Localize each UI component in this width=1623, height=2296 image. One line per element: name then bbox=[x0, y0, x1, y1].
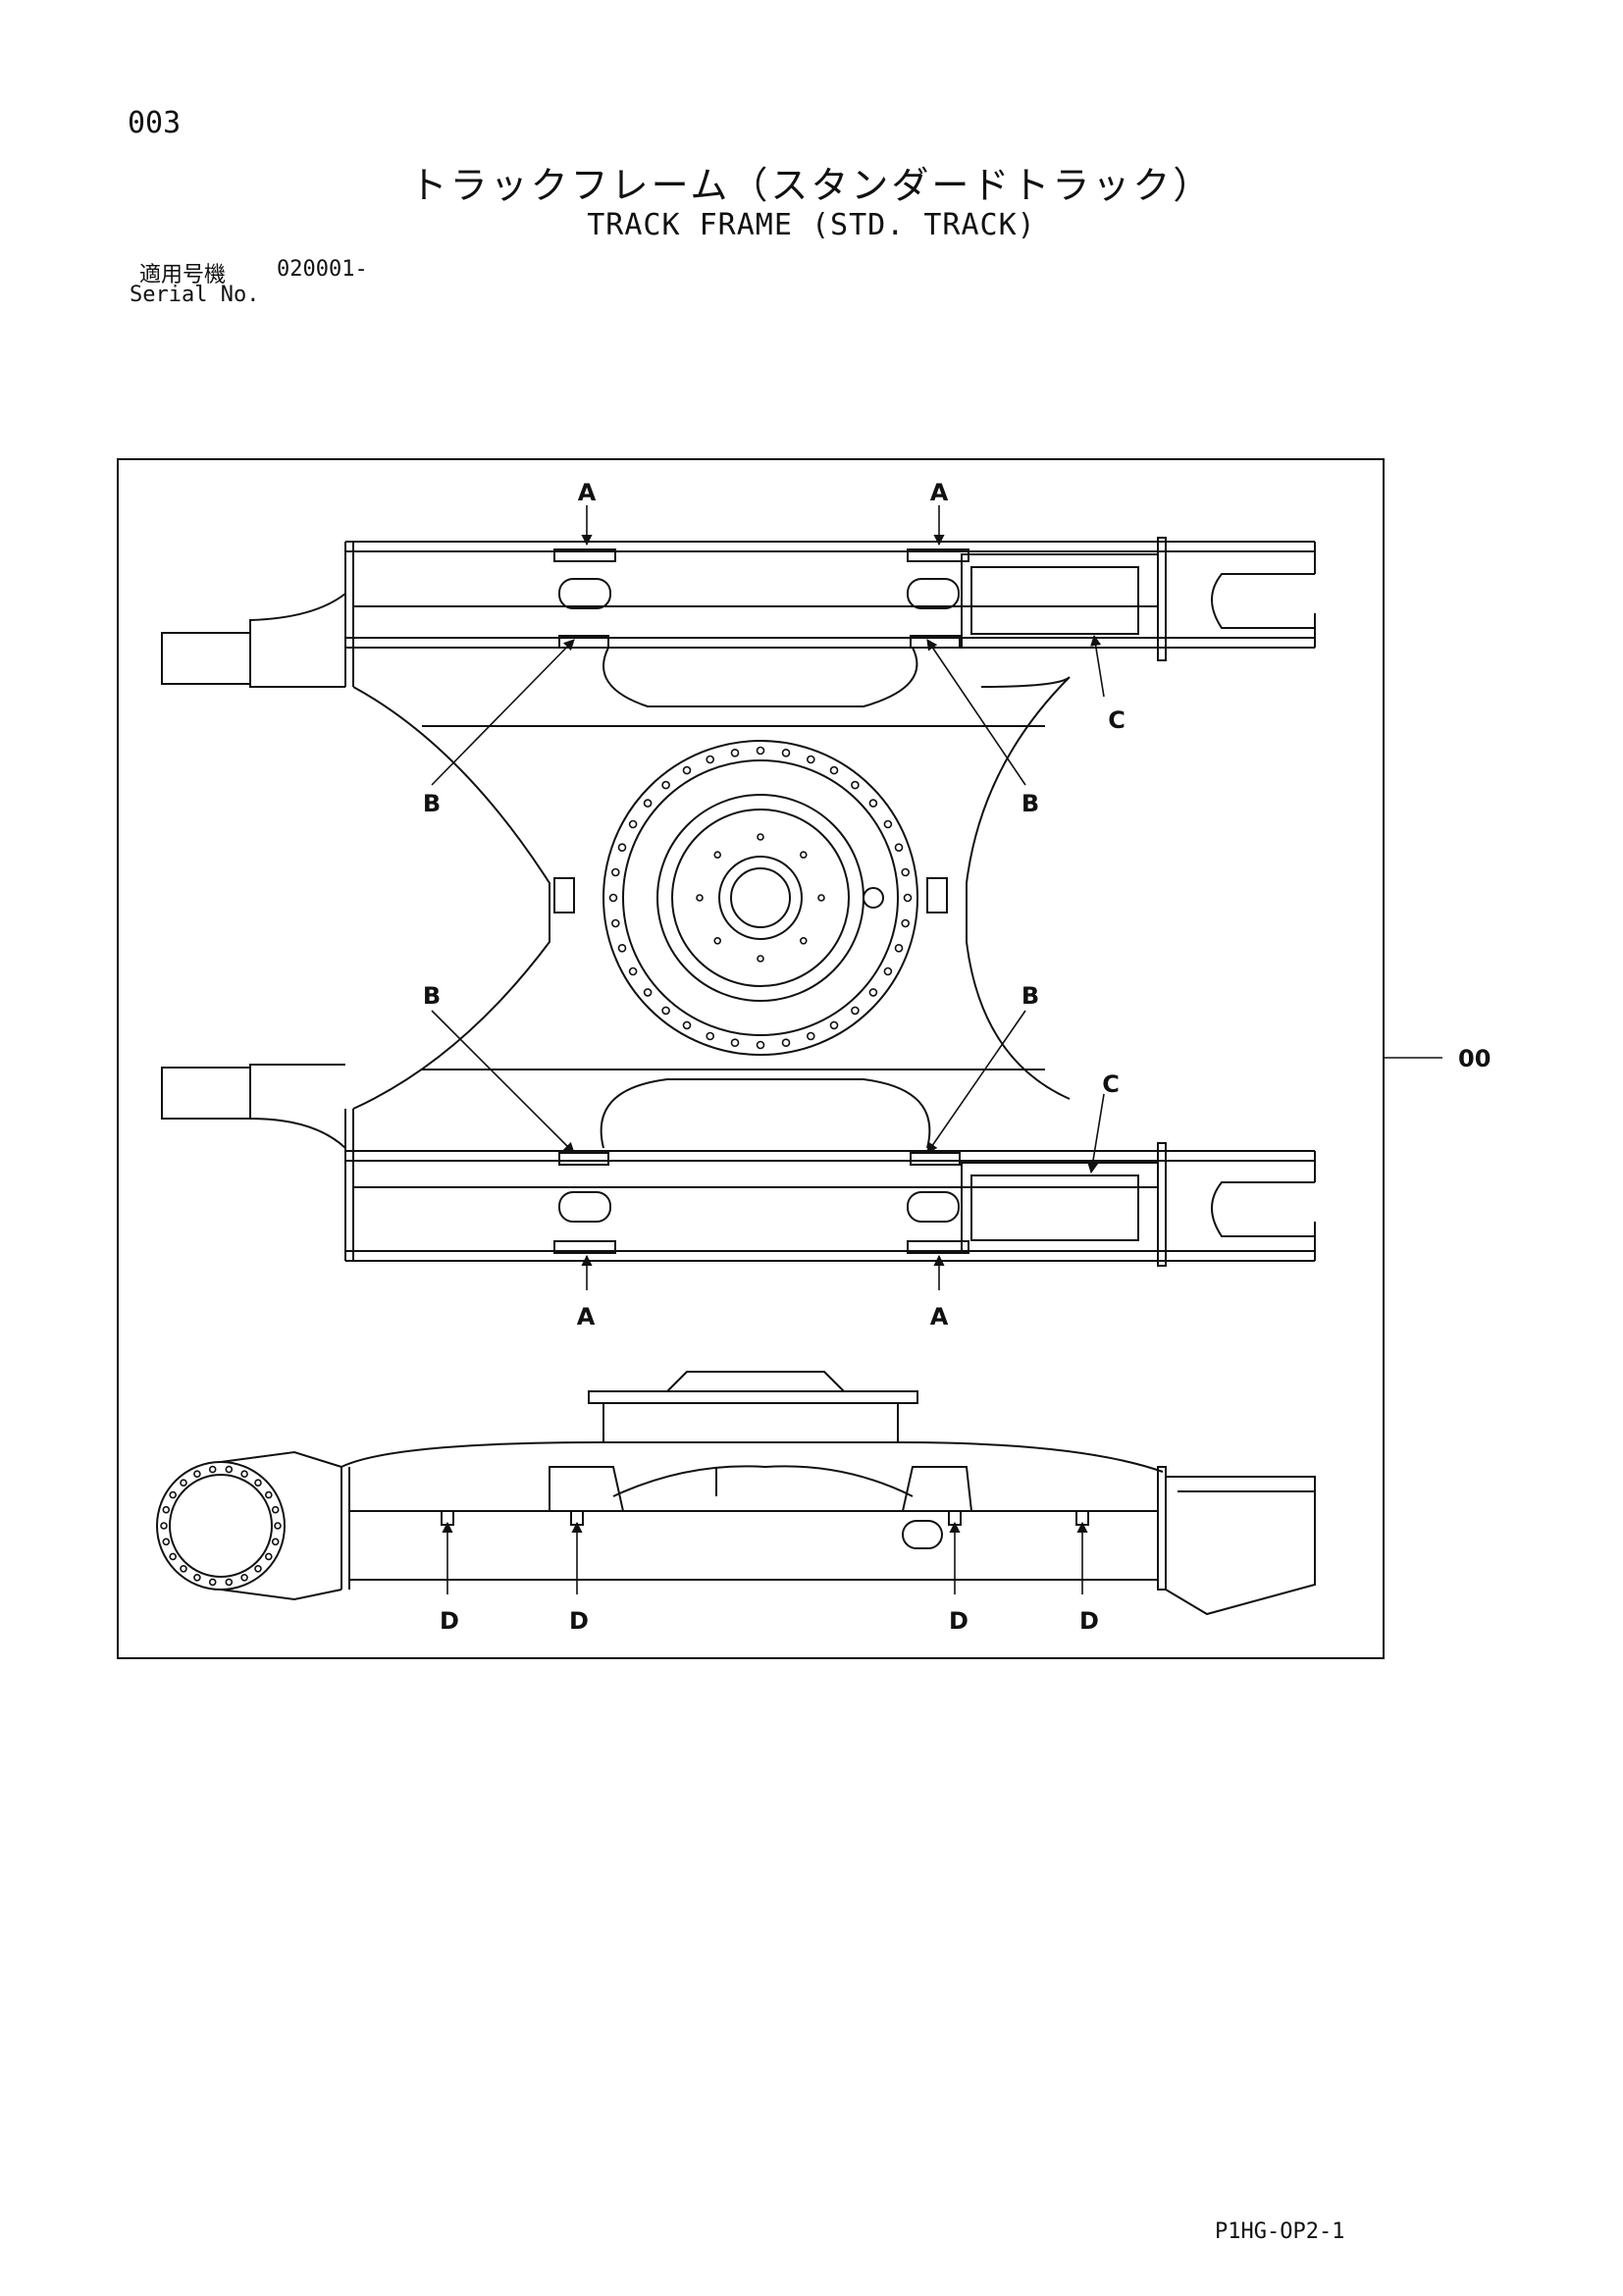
bolt-hole bbox=[682, 765, 692, 775]
bolt-hole bbox=[706, 755, 715, 764]
bolt-hole bbox=[162, 1538, 171, 1546]
page-title-japanese: トラックフレーム（スタンダードトラック） bbox=[409, 164, 1214, 207]
bolt-hole bbox=[208, 1578, 217, 1587]
bolt-hole bbox=[661, 780, 670, 790]
bolt-hole bbox=[829, 1020, 839, 1030]
callout-d: D bbox=[949, 1607, 969, 1635]
bolt-hole bbox=[756, 1040, 765, 1050]
bolt-hole bbox=[829, 765, 839, 775]
callout-a: A bbox=[578, 479, 597, 506]
idler-bolt-ring bbox=[160, 1465, 282, 1587]
bolt-hole bbox=[617, 943, 627, 953]
bolt-hole bbox=[806, 755, 815, 764]
serial-label-english: Serial No. bbox=[130, 283, 260, 307]
page-title-english: TRACK FRAME (STD. TRACK) bbox=[587, 208, 1036, 242]
callout-c: C bbox=[1108, 706, 1126, 734]
bolt-hole bbox=[883, 966, 893, 976]
bolt-hole bbox=[883, 819, 893, 829]
bolt-hole bbox=[169, 1552, 177, 1561]
bolt-hole bbox=[757, 833, 764, 841]
upper-side-frame bbox=[161, 537, 1316, 688]
bolt-hole bbox=[851, 1006, 860, 1016]
bolt-hole bbox=[799, 936, 808, 945]
center-carbody bbox=[352, 647, 1071, 1149]
callout-a: A bbox=[577, 1303, 596, 1331]
bolt-hole bbox=[180, 1565, 187, 1573]
bolt-hole bbox=[240, 1574, 248, 1582]
bolt-hole bbox=[608, 893, 618, 903]
bolt-hole bbox=[901, 918, 911, 928]
bearing-bolt-ring bbox=[608, 746, 913, 1050]
bolt-hole bbox=[193, 1470, 201, 1478]
bolt-hole bbox=[851, 780, 860, 790]
side-view-frame bbox=[156, 1371, 1316, 1616]
bolt-hole bbox=[271, 1505, 280, 1514]
bolt-hole bbox=[628, 966, 638, 976]
callout-d: D bbox=[569, 1607, 589, 1635]
bolt-hole bbox=[894, 943, 904, 953]
callout-b: B bbox=[423, 982, 441, 1010]
bolt-hole bbox=[903, 893, 913, 903]
bolt-hole bbox=[696, 894, 704, 902]
serial-label-japanese: 適用号機 bbox=[139, 263, 227, 287]
bolt-hole bbox=[264, 1552, 273, 1561]
bolt-hole bbox=[240, 1470, 248, 1478]
lower-side-frame bbox=[161, 1064, 1316, 1267]
bolt-hole bbox=[799, 851, 808, 860]
bolt-hole bbox=[868, 799, 878, 808]
bolt-hole bbox=[264, 1490, 273, 1499]
callout-a: A bbox=[930, 479, 949, 506]
part-number-callout: 00 bbox=[1458, 1045, 1491, 1072]
bolt-hole bbox=[208, 1465, 217, 1474]
callout-b: B bbox=[1021, 982, 1039, 1010]
bolt-hole bbox=[254, 1565, 262, 1573]
bolt-hole bbox=[193, 1574, 201, 1582]
callout-a: A bbox=[930, 1303, 949, 1331]
bolt-hole bbox=[162, 1505, 171, 1514]
bolt-hole bbox=[628, 819, 638, 829]
bolt-hole bbox=[682, 1020, 692, 1030]
bolt-hole bbox=[757, 955, 764, 963]
drawing-border bbox=[117, 458, 1385, 1659]
page-number: 003 bbox=[128, 106, 182, 140]
bolt-hole bbox=[730, 1038, 740, 1047]
bolt-hole bbox=[225, 1465, 234, 1474]
bolt-hole bbox=[225, 1578, 234, 1587]
bolt-hole bbox=[661, 1006, 670, 1016]
bolt-hole bbox=[617, 843, 627, 853]
bolt-hole bbox=[901, 867, 911, 877]
bolt-hole bbox=[806, 1031, 815, 1041]
bolt-hole bbox=[610, 867, 620, 877]
bolt-hole bbox=[160, 1522, 168, 1530]
callout-b: B bbox=[423, 790, 441, 817]
bolt-hole bbox=[706, 1031, 715, 1041]
bolt-hole bbox=[610, 918, 620, 928]
callout-b: B bbox=[1021, 790, 1039, 817]
bolt-hole bbox=[868, 988, 878, 997]
bolt-hole bbox=[643, 799, 653, 808]
bolt-hole bbox=[781, 748, 791, 757]
leader-lines bbox=[431, 505, 1442, 1594]
bolt-hole bbox=[169, 1490, 177, 1499]
callout-c: C bbox=[1102, 1070, 1120, 1098]
bolt-hole bbox=[274, 1522, 282, 1530]
callout-d: D bbox=[440, 1607, 459, 1635]
bolt-hole bbox=[817, 894, 825, 902]
bolt-hole bbox=[730, 748, 740, 757]
bolt-hole bbox=[254, 1479, 262, 1487]
bolt-hole bbox=[756, 746, 765, 756]
bolt-hole bbox=[180, 1479, 187, 1487]
serial-number-value: 020001- bbox=[277, 257, 368, 282]
bolt-hole bbox=[894, 843, 904, 853]
document-code: P1HG-OP2-1 bbox=[1215, 2219, 1345, 2244]
bolt-hole bbox=[713, 936, 722, 945]
bolt-hole bbox=[781, 1038, 791, 1047]
bolt-hole bbox=[271, 1538, 280, 1546]
bolt-hole bbox=[713, 851, 722, 860]
callout-d: D bbox=[1079, 1607, 1099, 1635]
bolt-hole bbox=[643, 988, 653, 997]
